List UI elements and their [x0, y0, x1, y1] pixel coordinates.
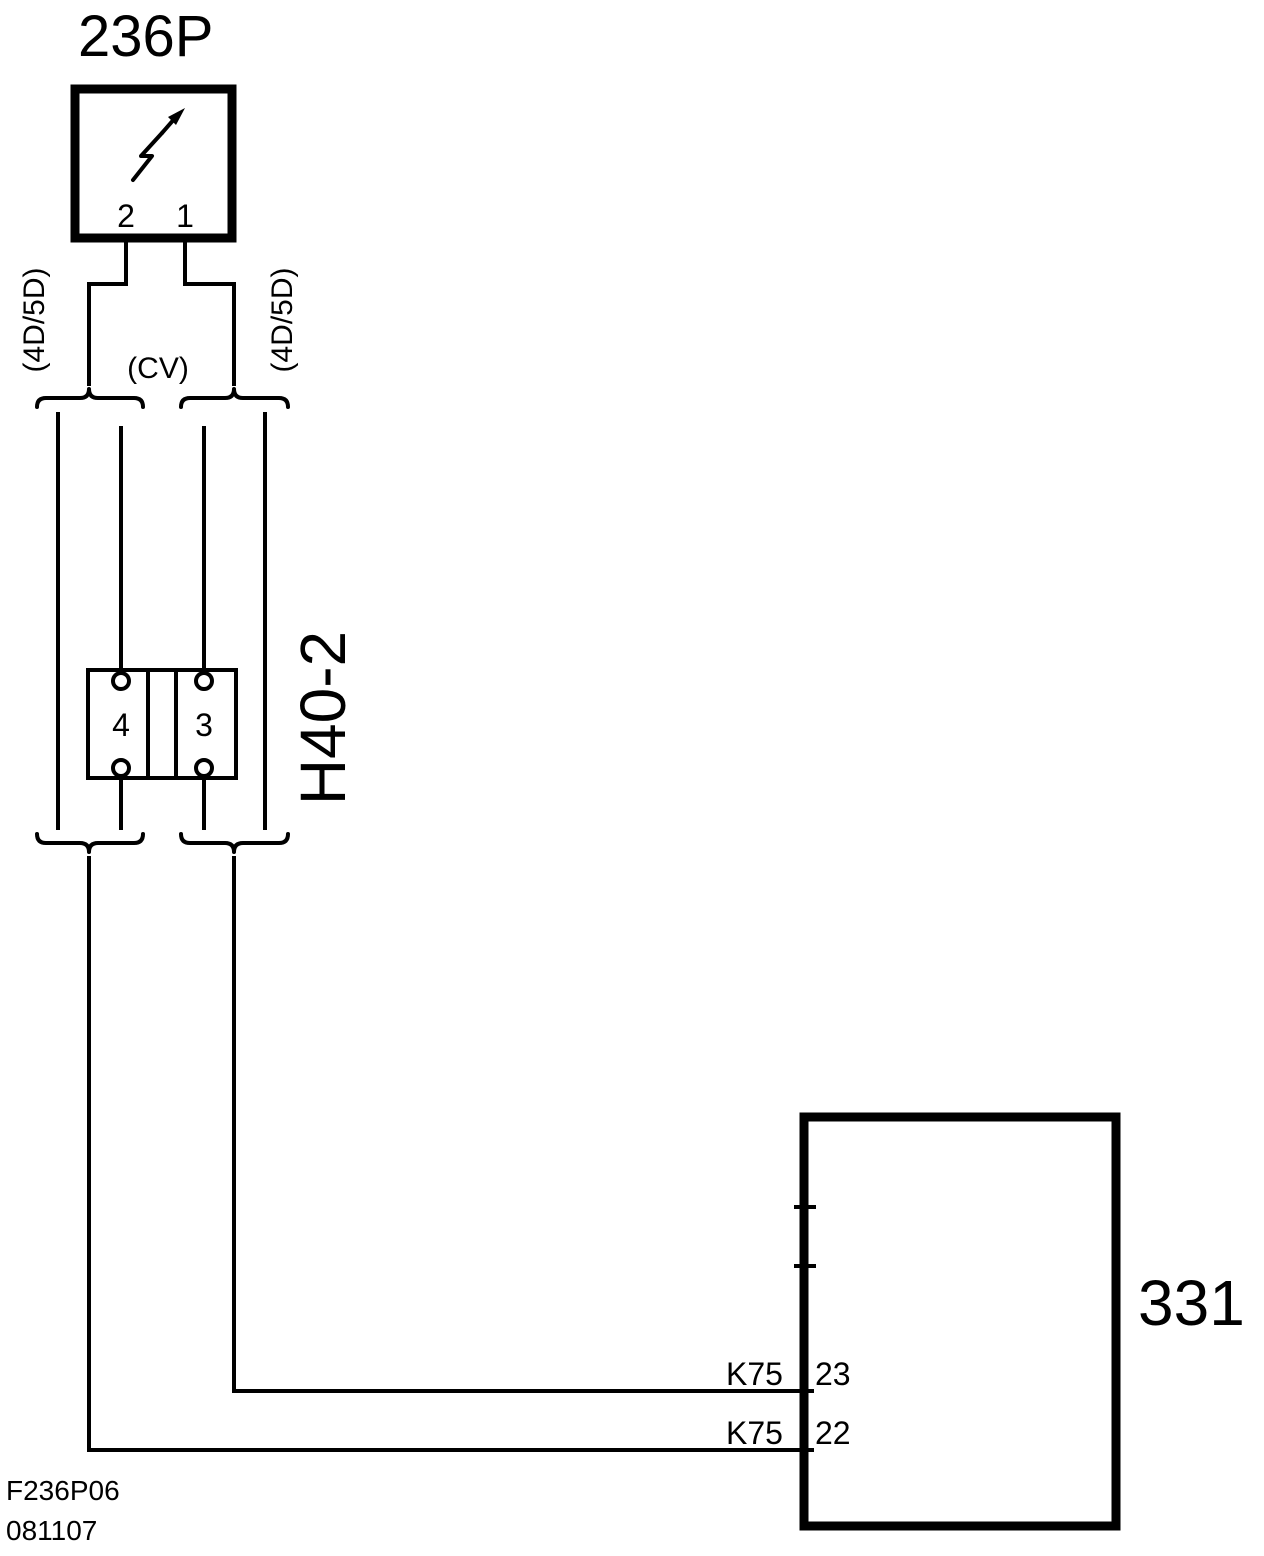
component-236p-pin-1: 1: [176, 198, 194, 234]
connector-pin-4-top: [111, 671, 131, 691]
connector-h40-2-label: H40-2: [287, 631, 359, 805]
drawing-date: 081107: [6, 1515, 97, 1546]
component-236p-pin-2: 2: [117, 198, 135, 234]
wire-to-331-pin-22: [87, 856, 814, 1452]
connector-pin-3-label: 3: [195, 707, 213, 743]
connector-pin-4-bottom: [111, 758, 131, 778]
wire-to-331-pin-23: [232, 856, 814, 1393]
component-331-pin-23-number: 23: [815, 1356, 851, 1392]
component-331-pin-22-number: 22: [815, 1415, 851, 1451]
wire-236p-pin2: [87, 238, 128, 386]
drawing-id: F236P06: [6, 1475, 120, 1506]
component-236p-box: [70, 84, 237, 243]
variant-label-middle: (CV): [127, 352, 189, 385]
connector-pin-3-top: [194, 671, 214, 691]
variant-label-right: (4D/5D): [266, 267, 299, 372]
component-236p-label: 236P: [78, 4, 213, 69]
variant-brace-lower-left: [35, 832, 145, 854]
component-331-pin-22-code: K75: [726, 1415, 783, 1451]
connector-body: [86, 668, 238, 780]
variant-brace-upper-right: [179, 387, 290, 409]
component-331-pin-23-code: K75: [726, 1356, 783, 1392]
component-331-label: 331: [1138, 1267, 1245, 1339]
component-331-box: [799, 1112, 1121, 1531]
variant-label-left: (4D/5D): [18, 267, 51, 372]
variant-brace-lower-right: [179, 832, 290, 854]
connector-pin-4-label: 4: [112, 707, 130, 743]
variant-brace-upper-left: [35, 387, 145, 409]
connector-pin-3-bottom: [194, 758, 214, 778]
connector-h40-2: 4 3: [86, 668, 238, 780]
wire-236p-pin1: [183, 238, 236, 386]
sensor-symbol-icon: [131, 108, 185, 182]
